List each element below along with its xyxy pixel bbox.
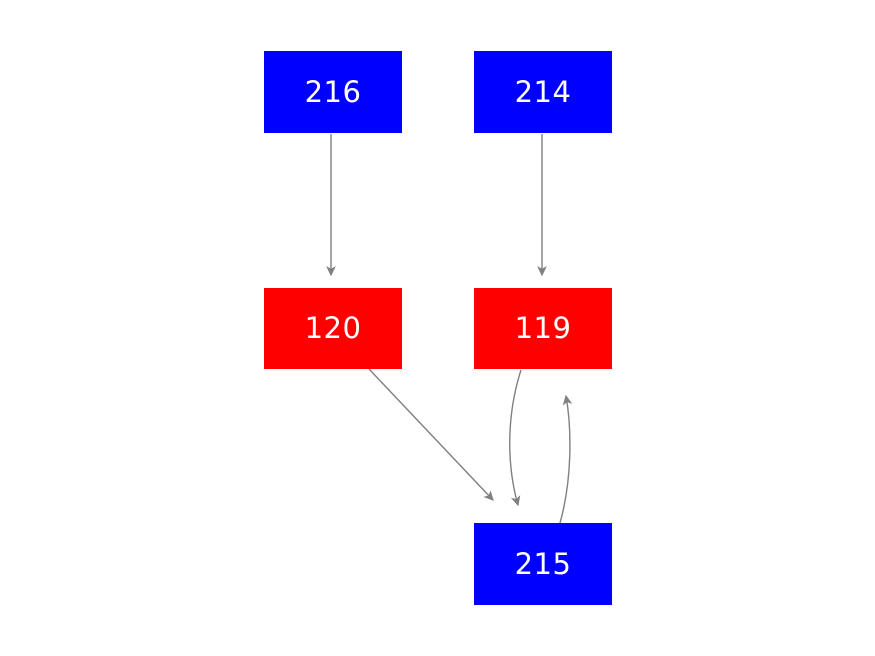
node-label-214: 214 (514, 74, 572, 109)
graph-node-120[interactable]: 120 (264, 288, 402, 369)
node-label-215: 215 (514, 546, 572, 581)
node-label-120: 120 (304, 311, 362, 345)
node-label-119: 119 (514, 311, 572, 345)
edge-119-to-215 (509, 369, 522, 507)
edge-215-to-119 (559, 394, 573, 524)
edge-120-to-215 (368, 368, 494, 501)
graph-node-215[interactable]: 215 (474, 523, 612, 605)
graph-node-214[interactable]: 214 (474, 51, 612, 133)
node-label-216: 216 (304, 74, 362, 109)
edges-group (326, 134, 573, 524)
graph-node-216[interactable]: 216 (264, 51, 402, 133)
graph-node-119[interactable]: 119 (474, 288, 612, 369)
